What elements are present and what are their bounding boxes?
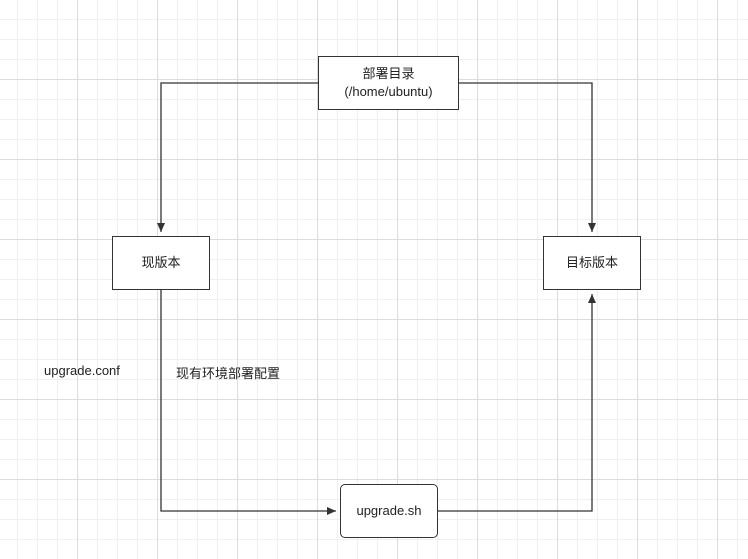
node-upgrade-script[interactable]: upgrade.sh: [340, 484, 438, 538]
annotation-upgrade-conf: upgrade.conf: [44, 363, 120, 378]
node-target-version[interactable]: 目标版本: [543, 236, 641, 290]
node-deploy-directory-title: 部署目录: [362, 66, 415, 81]
node-deploy-directory-path: (/home/ubuntu): [344, 84, 433, 99]
connector-deploy-to-current: [157, 82, 318, 232]
connector-script-to-target: [438, 294, 596, 512]
connector-deploy-to-target: [459, 82, 596, 232]
connector-current-to-script: [160, 290, 336, 515]
node-deploy-directory[interactable]: 部署目录 (/home/ubuntu): [318, 56, 459, 110]
node-current-version[interactable]: 现版本: [112, 236, 210, 290]
annotation-config-description: 现有环境部署配置: [176, 366, 281, 381]
node-current-version-label: 现版本: [141, 255, 181, 270]
node-target-version-label: 目标版本: [565, 255, 618, 270]
node-upgrade-script-label: upgrade.sh: [356, 503, 422, 518]
